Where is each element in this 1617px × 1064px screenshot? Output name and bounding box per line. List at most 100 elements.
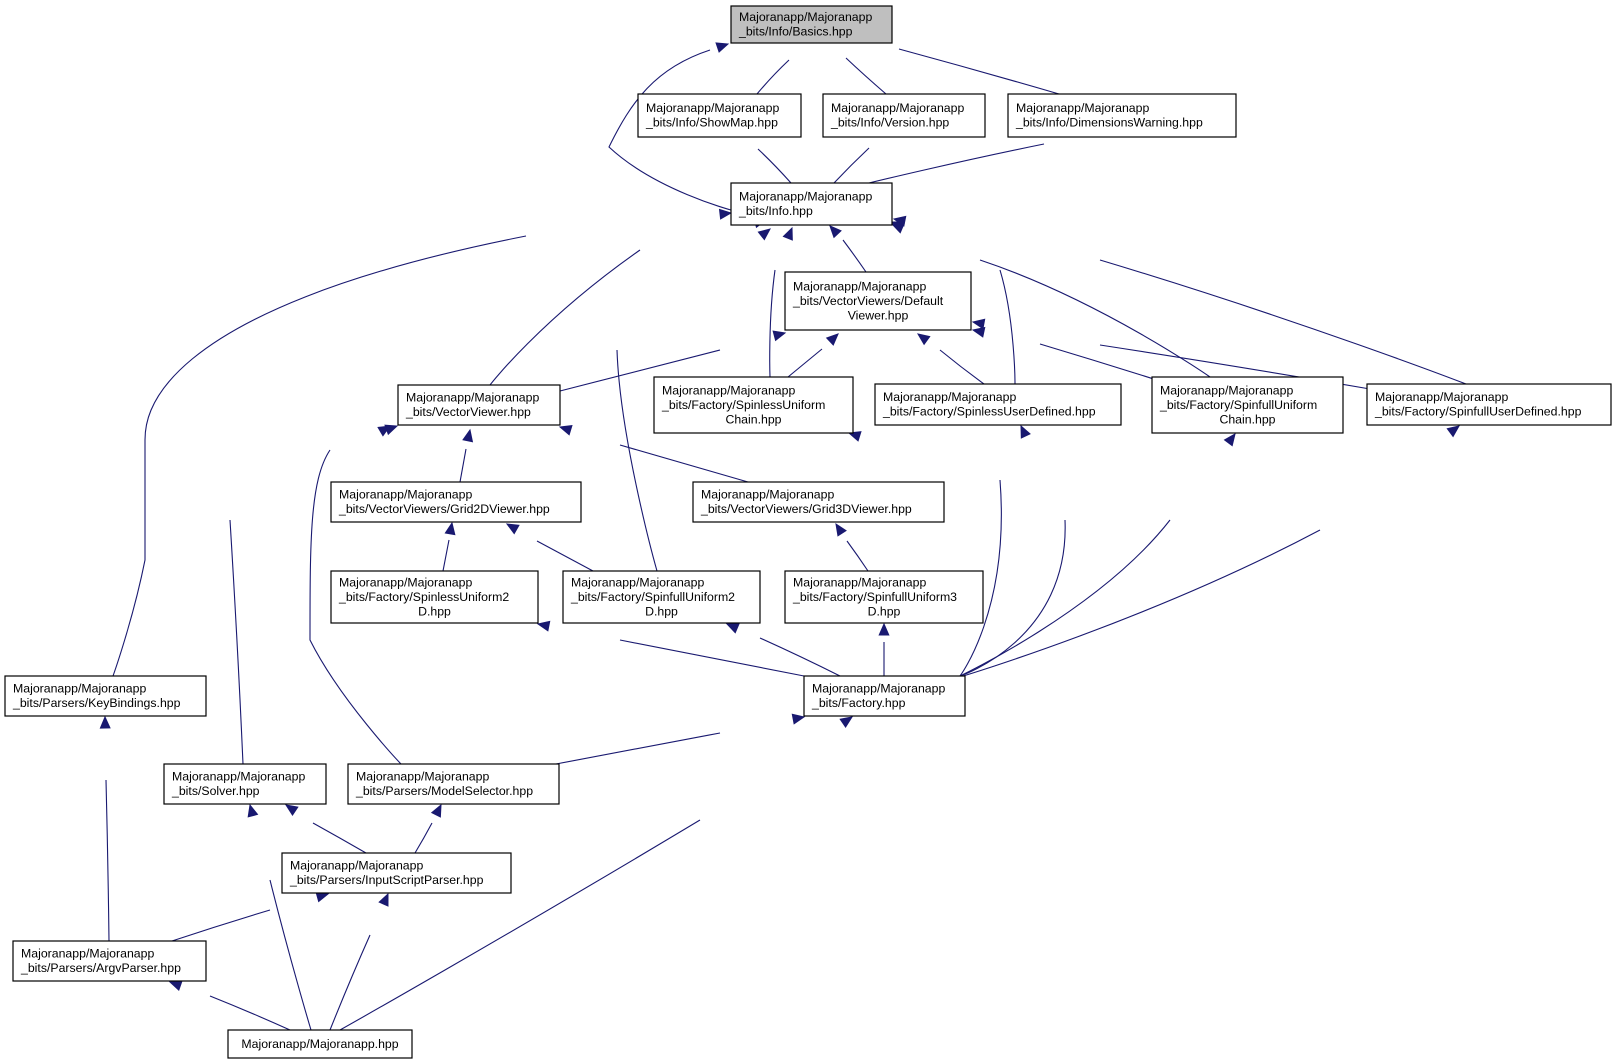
- edge-line: [898, 48, 1060, 95]
- node-grid2d[interactable]: Majoranapp/Majoranapp_bits/VectorViewers…: [330, 481, 582, 523]
- arrowhead-icon: [1020, 424, 1031, 439]
- node-label-line: Majoranapp/Majoranapp: [1160, 383, 1293, 397]
- node-label-line: _bits/Info/ShowMap.hpp: [645, 116, 778, 130]
- node-label-line: _bits/Info.hpp: [738, 204, 813, 218]
- edge-line: [868, 143, 1045, 184]
- node-dimwarn[interactable]: Majoranapp/Majoranapp_bits/Info/Dimensio…: [1007, 93, 1237, 138]
- edge-modelselector-to-factory: [555, 713, 806, 765]
- edge-factory-to-spinlessuserdefined: [959, 424, 1066, 677]
- edge-line: [845, 57, 887, 95]
- node-label-line: _bits/Solver.hpp: [171, 784, 260, 798]
- node-label-line: Majoranapp/Majoranapp: [739, 190, 872, 204]
- edge-line: [756, 59, 790, 95]
- node-spinlessuniform2d[interactable]: Majoranapp/Majoranapp_bits/Factory/Spinl…: [330, 570, 539, 624]
- node-argvparser[interactable]: Majoranapp/Majoranapp_bits/Parsers/ArgvP…: [12, 940, 207, 982]
- edge-line: [414, 822, 433, 854]
- arrowhead-icon: [718, 208, 733, 220]
- arrowhead-icon: [430, 803, 442, 818]
- arrowhead-icon: [916, 333, 931, 346]
- node-spinfulluniformchain[interactable]: Majoranapp/Majoranapp_bits/Factory/Spinf…: [1151, 376, 1344, 434]
- edge-line: [608, 49, 732, 211]
- arrowhead-icon: [378, 892, 389, 907]
- node-label-line: Majoranapp/Majoranapp: [812, 682, 945, 696]
- edge-line: [619, 444, 749, 483]
- node-label-line: _bits/Factory/SpinfullUniform: [1159, 398, 1317, 412]
- node-box: [163, 763, 327, 805]
- node-label-line: D.hpp: [645, 604, 678, 618]
- node-basics[interactable]: Majoranapp/Majoranapp_bits/Info/Basics.h…: [730, 5, 893, 44]
- node-label-line: _bits/Factory/SpinlessUniform: [661, 398, 825, 412]
- edge-line: [559, 349, 721, 392]
- arrowhead-icon: [892, 215, 907, 227]
- edge-line: [329, 934, 371, 1031]
- arrowhead-icon: [1223, 433, 1236, 447]
- edge-line: [105, 779, 110, 942]
- node-box: [397, 384, 561, 426]
- node-vectorviewer[interactable]: Majoranapp/Majoranapp_bits/VectorViewer.…: [397, 384, 561, 426]
- node-label-line: Chain.hpp: [1219, 412, 1275, 426]
- edge-modelselector-to-vectorviewer: [309, 424, 402, 765]
- arrowhead-icon: [715, 42, 730, 53]
- node-box: [330, 570, 539, 624]
- edge-majoranapp-to-factory: [339, 716, 854, 1031]
- node-label-line: Majoranapp/Majoranapp: [339, 488, 472, 502]
- arrowhead-icon: [825, 333, 839, 346]
- node-box: [330, 481, 582, 523]
- edge-inputscriptparser-to-modelselector: [414, 803, 442, 854]
- edge-line: [171, 909, 271, 942]
- arrowhead-icon: [839, 716, 854, 729]
- node-modelselector[interactable]: Majoranapp/Majoranapp_bits/Parsers/Model…: [347, 763, 560, 805]
- node-keybindings[interactable]: Majoranapp/Majoranapp_bits/Parsers/KeyBi…: [4, 675, 207, 717]
- arrowhead-icon: [444, 521, 456, 536]
- node-label-line: _bits/Factory/SpinfullUniform2: [570, 590, 735, 604]
- edge-line: [959, 519, 1171, 677]
- edge-line: [619, 639, 805, 677]
- node-label-line: Chain.hpp: [725, 412, 781, 426]
- node-spinfulluniform3d[interactable]: Majoranapp/Majoranapp_bits/Factory/Spinf…: [784, 570, 984, 624]
- node-box: [1366, 383, 1612, 426]
- arrowhead-icon: [384, 424, 399, 436]
- node-box: [730, 182, 893, 226]
- edge-spinfulluniform3d-to-grid3d: [835, 522, 869, 572]
- node-majoranapp[interactable]: Majoranapp/Majoranapp.hpp: [227, 1029, 413, 1059]
- edge-line: [1039, 343, 1161, 382]
- node-spinlessuniformchain[interactable]: Majoranapp/Majoranapp_bits/Factory/Spinl…: [653, 376, 854, 434]
- node-spinlessuserdefined[interactable]: Majoranapp/Majoranapp_bits/Factory/Spinl…: [874, 383, 1122, 426]
- edge-version-to-info: [833, 147, 870, 184]
- edge-spinfulluserdefined-to-info: [892, 215, 1467, 385]
- edge-majoranapp-to-inputscriptparser: [329, 892, 389, 1031]
- edge-inputscriptparser-to-solver: [284, 804, 367, 854]
- arrowhead-icon: [971, 326, 986, 338]
- arrowhead-icon: [791, 713, 806, 725]
- node-defaultviewer[interactable]: Majoranapp/Majoranapp_bits/VectorViewers…: [784, 271, 972, 331]
- edge-line: [1099, 344, 1371, 390]
- node-label-line: _bits/Info/DimensionsWarning.hpp: [1015, 116, 1203, 130]
- arrowhead-icon: [878, 622, 890, 636]
- node-info[interactable]: Majoranapp/Majoranapp_bits/Info.hpp: [730, 182, 893, 226]
- node-inputscriptparser[interactable]: Majoranapp/Majoranapp_bits/Parsers/Input…: [281, 852, 512, 894]
- edge-line: [312, 822, 367, 854]
- node-label-line: _bits/Parsers/ModelSelector.hpp: [355, 784, 533, 798]
- node-box: [692, 481, 945, 523]
- edge-dimwarn-to-info: [868, 143, 1045, 184]
- node-version[interactable]: Majoranapp/Majoranapp_bits/Info/Version.…: [822, 93, 986, 138]
- arrowhead-icon: [971, 318, 986, 330]
- edge-majoranapp-to-argvparser: [168, 980, 291, 1031]
- edge-factory-to-spinlessuniform2d: [536, 620, 805, 677]
- node-solver[interactable]: Majoranapp/Majoranapp_bits/Solver.hpp: [163, 763, 327, 805]
- node-box: [637, 93, 802, 138]
- edge-line: [555, 732, 721, 765]
- node-label-line: _bits/Parsers/KeyBindings.hpp: [12, 696, 181, 710]
- node-spinfulluserdefined[interactable]: Majoranapp/Majoranapp_bits/Factory/Spinf…: [1366, 383, 1612, 426]
- node-grid3d[interactable]: Majoranapp/Majoranapp_bits/VectorViewers…: [692, 481, 945, 523]
- edge-line: [833, 147, 870, 184]
- node-showmap[interactable]: Majoranapp/Majoranapp_bits/Info/ShowMap.…: [637, 93, 802, 138]
- node-box: [874, 383, 1122, 426]
- edge-line: [536, 540, 594, 572]
- edge-argvparser-to-keybindings: [99, 715, 111, 942]
- node-label-line: _bits/Factory/SpinlessUniform2: [338, 590, 509, 604]
- node-factory[interactable]: Majoranapp/Majoranapp_bits/Factory.hpp: [803, 675, 966, 717]
- edge-grid2d-to-vectorviewer: [459, 428, 474, 483]
- node-spinfulluniform2d[interactable]: Majoranapp/Majoranapp_bits/Factory/Spinf…: [562, 570, 761, 624]
- edge-majoranapp-to-solver: [247, 803, 312, 1031]
